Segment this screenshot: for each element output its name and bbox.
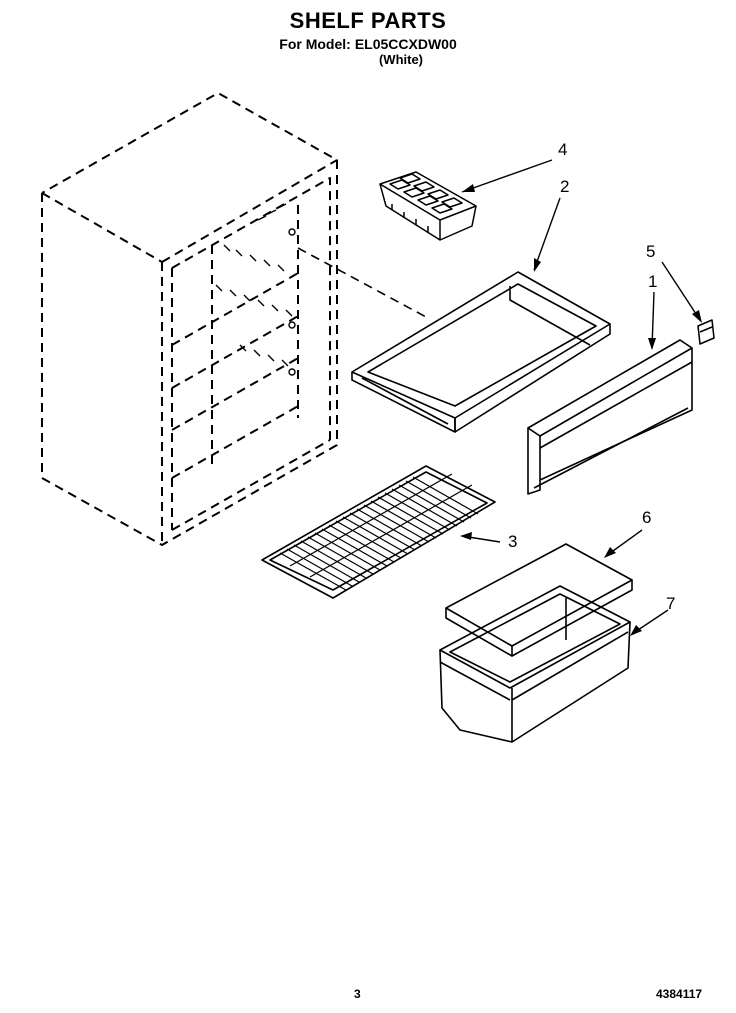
- callout-4: 4: [558, 140, 568, 159]
- wire-shelf-rods: [279, 473, 479, 591]
- crisper-drawer: [439, 585, 631, 743]
- document-part-number: 4384117: [656, 987, 703, 1001]
- callout-leader-5: [661, 261, 701, 321]
- cabinet-outline: [41, 92, 338, 546]
- page-number: 3: [354, 987, 361, 1001]
- callout-2: 2: [560, 177, 570, 196]
- shelf-position-leader: [297, 247, 429, 319]
- page-title: SHELF PARTS: [289, 8, 447, 33]
- callout-6: 6: [642, 508, 652, 527]
- model-color: (White): [378, 52, 424, 67]
- callout-leader-4: [461, 159, 553, 193]
- callout-7: 7: [666, 594, 676, 613]
- model-line: For Model:EL05CCXDW00: [0, 36, 736, 52]
- shelf-clip: [697, 319, 715, 345]
- callout-3: 3: [508, 532, 518, 551]
- callout-5: 5: [646, 242, 656, 261]
- model-label: For Model:: [279, 36, 351, 52]
- model-number: EL05CCXDW00: [354, 36, 457, 52]
- freezer-shelf: [351, 271, 611, 433]
- shelf-front-trim: [527, 339, 693, 495]
- wire-shelf: [261, 465, 496, 599]
- ice-cube-tray: [379, 171, 477, 241]
- callout-leader-2: [533, 197, 561, 271]
- cabinet-shelf-clips: [215, 203, 296, 376]
- callout-1: 1: [648, 272, 658, 291]
